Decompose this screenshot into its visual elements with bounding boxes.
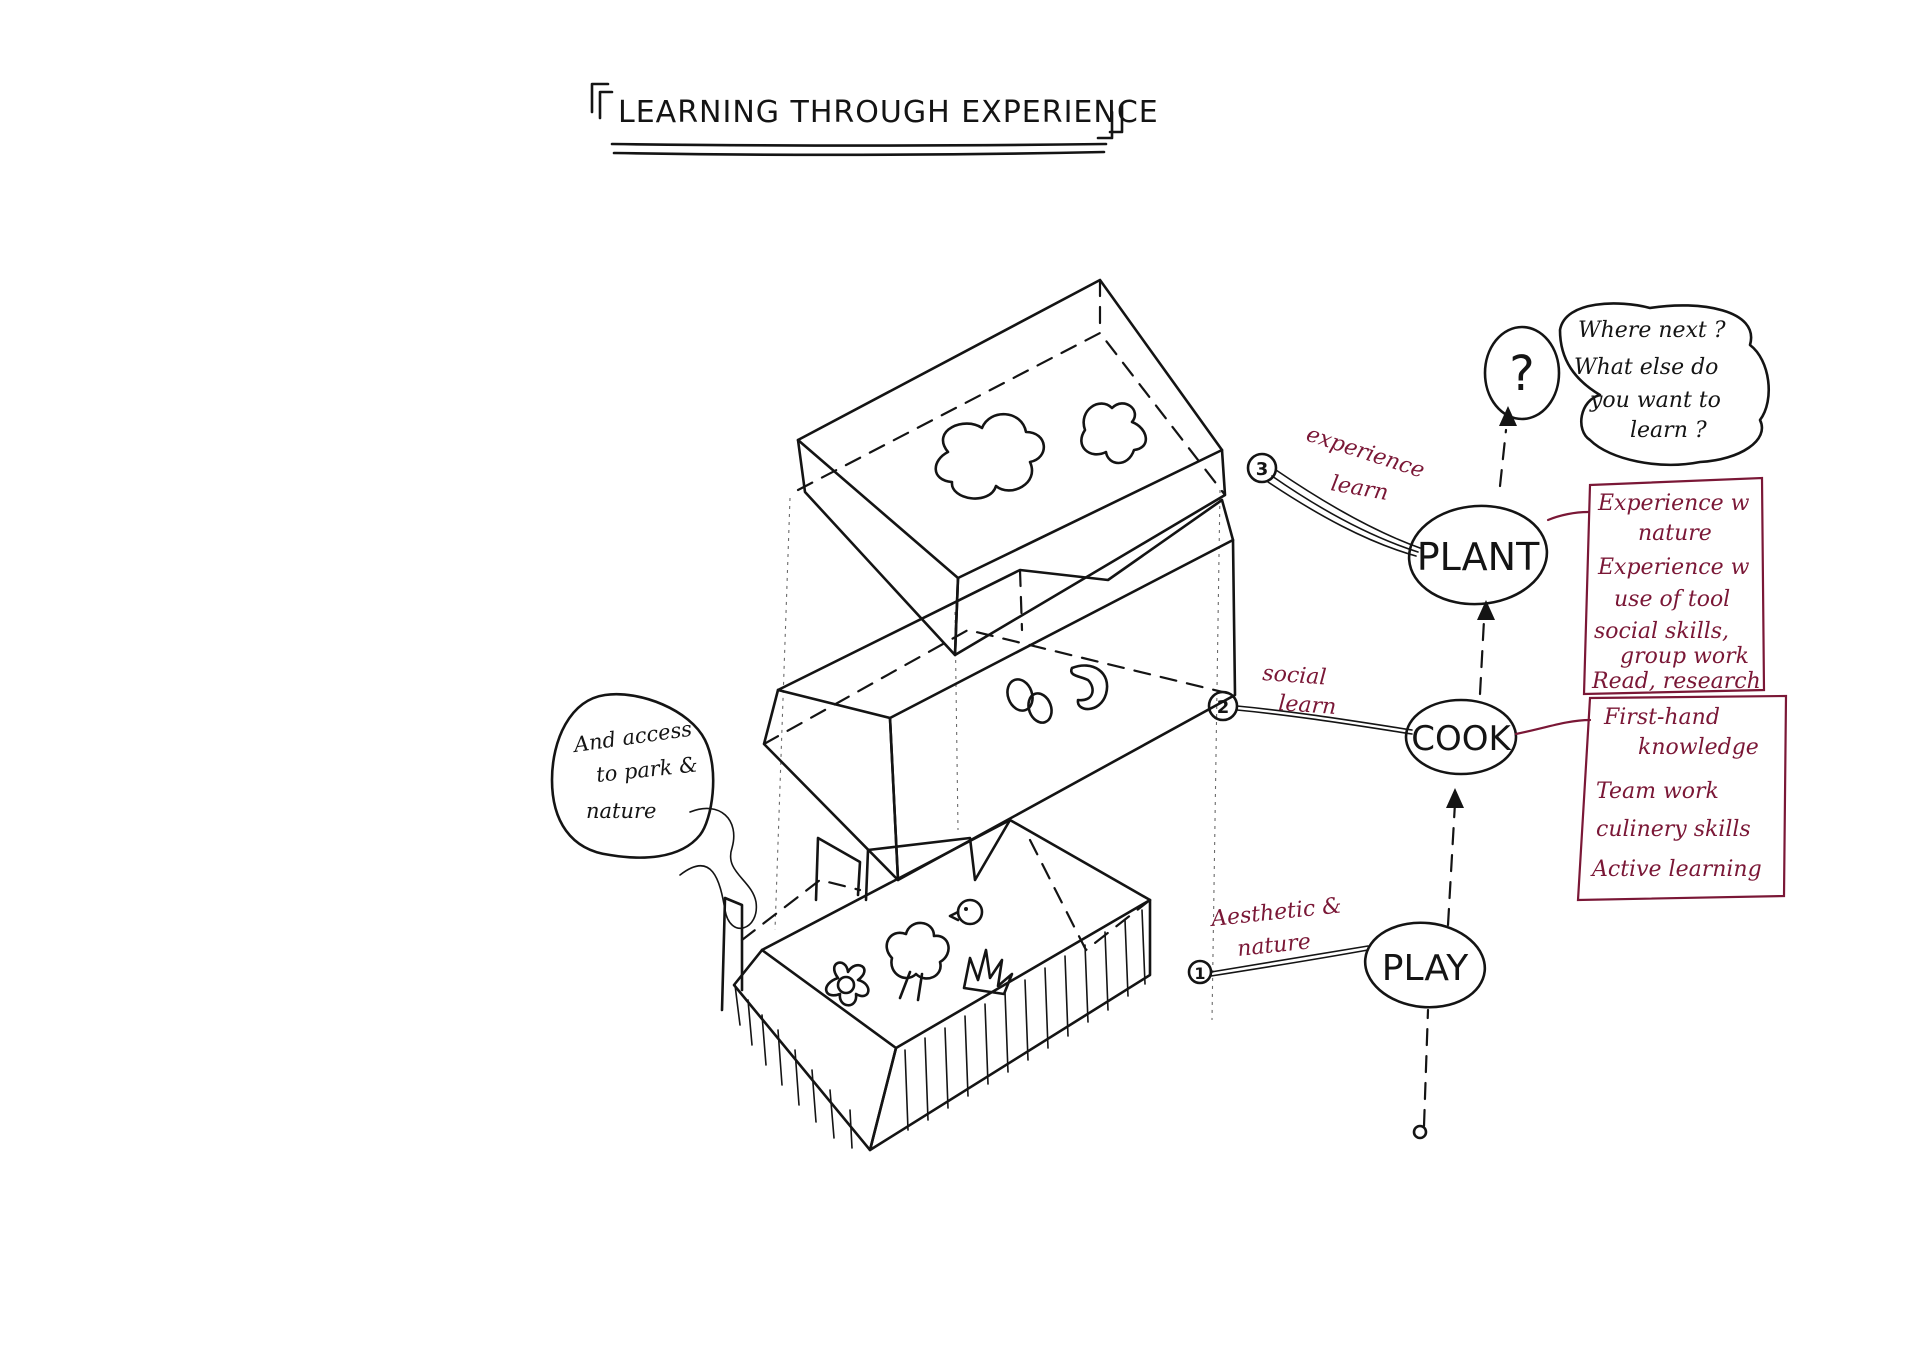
question-bubble-line-2: What else do	[1574, 355, 1718, 380]
fence-slats	[734, 909, 1146, 1149]
node-plant: PLANT	[1407, 504, 1549, 606]
plant-outcome-2: Experience w	[1597, 555, 1750, 580]
cook-outcome-4: Active learning	[1590, 857, 1762, 882]
cook-outcomes-box: First-hand knowledge Team work culinery …	[1514, 694, 1788, 902]
cook-table-oval-2	[1027, 692, 1053, 724]
question-mark: ?	[1509, 346, 1534, 402]
stage-labels: Aesthetic & nature social learn experien…	[1208, 422, 1427, 962]
stage-3-label-2: learn	[1329, 471, 1390, 506]
title-block: LEARNING THROUGH EXPERIENCE	[590, 82, 1159, 157]
plant-outcome-2b: use of tool	[1614, 587, 1730, 612]
tree-icon	[885, 921, 950, 1002]
cook-table-bean	[1069, 664, 1109, 711]
stage-2-label-2: learn	[1278, 691, 1337, 720]
bird-icon	[948, 898, 984, 926]
cook-outcome-1b: knowledge	[1638, 735, 1759, 760]
question-bubble-line-4: learn ?	[1630, 418, 1707, 443]
plant-bed-blob-small	[1080, 402, 1148, 465]
stage-2-label: social	[1262, 661, 1328, 690]
access-note-line-1: And access	[570, 717, 693, 758]
access-note: And access to park & nature	[550, 692, 758, 930]
node-cook: COOK	[1404, 698, 1518, 776]
plant-bed-blob-large	[934, 412, 1046, 500]
question-bubble	[1558, 302, 1771, 466]
plant-outcome-1b: nature	[1638, 521, 1712, 546]
diagram-title: LEARNING THROUGH EXPERIENCE	[618, 95, 1159, 130]
access-note-line-3: nature	[586, 799, 656, 823]
projection-guides	[774, 489, 1221, 1021]
question-bubble-line-3: you want to	[1589, 388, 1721, 413]
cook-table-oval-1	[1006, 678, 1034, 712]
access-note-line-2: to park &	[595, 752, 699, 787]
marker-1-text: 1	[1194, 964, 1205, 983]
plant-outcomes-box: Experience w nature Experience w use of …	[1546, 476, 1766, 696]
cook-outcome-3: culinery skills	[1596, 817, 1751, 842]
plant-outcome-4: Read, research	[1591, 669, 1761, 694]
stage-3-label: experience	[1303, 422, 1427, 484]
node-cook-label: COOK	[1411, 719, 1512, 759]
marker-3-icon	[1246, 452, 1278, 484]
plant-outcome-3: social skills,	[1594, 619, 1729, 644]
plant-outcome-3b: group work	[1620, 644, 1749, 669]
origin-dot	[1412, 1124, 1428, 1140]
top-box-plant-level	[796, 278, 1227, 657]
stage-1-label: Aesthetic &	[1208, 893, 1343, 932]
node-play: PLAY	[1363, 921, 1487, 1009]
grass-icon	[962, 948, 1014, 996]
flower-icon	[824, 961, 870, 1007]
progression-arrows	[1412, 406, 1517, 1140]
stage-nodes: PLAY COOK PLANT	[1363, 504, 1549, 1009]
next-question: ? Where next ? What else do you want to …	[1483, 302, 1771, 466]
node-play-label: PLAY	[1382, 948, 1469, 989]
question-bubble-line-1: Where next ?	[1578, 318, 1726, 343]
middle-box-cook-level	[762, 498, 1237, 882]
bottom-box-play-level	[720, 818, 1152, 1152]
stage-markers: 1 2 3	[1187, 452, 1421, 985]
marker-3-text: 3	[1256, 459, 1269, 480]
node-plant-label: PLANT	[1417, 535, 1540, 579]
plant-outcome-1: Experience w	[1597, 491, 1750, 516]
marker-2-text: 2	[1217, 697, 1230, 718]
cook-outcome-1: First-hand	[1603, 705, 1720, 730]
cook-outcome-2: Team work	[1596, 779, 1719, 804]
